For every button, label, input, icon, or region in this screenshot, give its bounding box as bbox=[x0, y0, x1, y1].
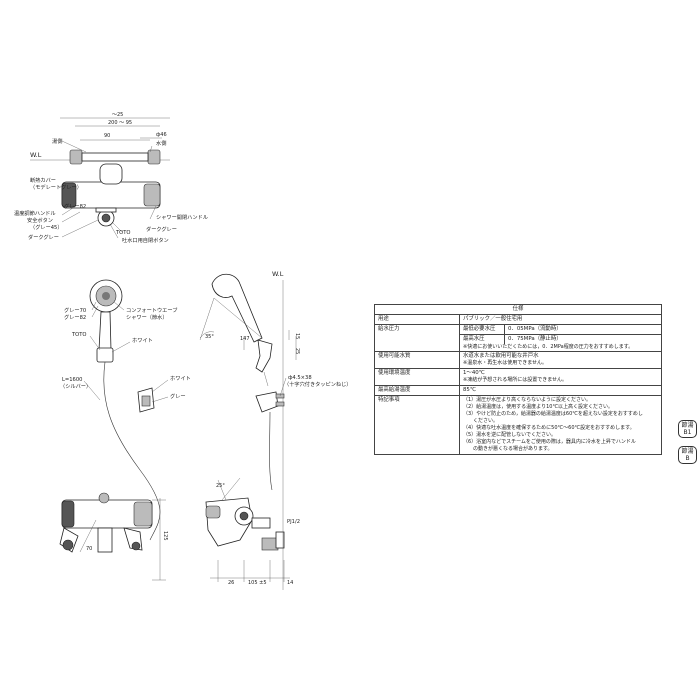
pressure-cell: 最低必要水圧 0．05MPa（流動時） 最高水圧 0．75MPa（静止時） ※快… bbox=[459, 324, 662, 352]
dim147-label: 147 bbox=[240, 336, 250, 342]
safety-color-label: （グレー45） bbox=[30, 223, 63, 231]
spec-note-line: の動きが悪くなる場合があります。 bbox=[463, 446, 553, 452]
dim-phi-label: ф46 bbox=[156, 132, 167, 138]
dim26-label: 26 bbox=[228, 580, 234, 586]
wl-label-top: W.L bbox=[30, 151, 42, 159]
spec-row-label: 用途 bbox=[374, 314, 460, 325]
spec-row-value: パブリック／一般住宅用 bbox=[459, 314, 662, 325]
cold-side-label: 水側 bbox=[156, 139, 166, 147]
temp-handle-label: 温度調節ハンドル bbox=[14, 209, 56, 217]
spec-row-note: ※温泉水・再生水は使用できません。 bbox=[463, 360, 548, 366]
pressure-note: ※快適にお使いいただくためには，0．2MPa程度の圧力をおすすめします。 bbox=[463, 344, 634, 350]
dim25-label: 25 bbox=[294, 348, 300, 354]
angle25-label: 25° bbox=[216, 483, 225, 489]
badge-bottom-text: B1 bbox=[683, 429, 692, 436]
water-saving-badge-b: 節湯 B bbox=[678, 446, 697, 464]
badge-top-text: 節湯 bbox=[681, 422, 694, 429]
spec-row-label: 給水圧力 bbox=[374, 324, 460, 352]
faucet-side-view: W.L 35° 147 15 25 ф4.5×38 （十字穴付きタッピンねじ） bbox=[199, 270, 351, 491]
toto-label-top: TOTO bbox=[115, 230, 131, 236]
white2-label: ホワイト bbox=[170, 375, 191, 382]
spec-notes: （1）湯圧が水圧より高くならないように設定ください。 （2）給湯温度は，使用する… bbox=[459, 395, 662, 455]
spec-note-line: （3）やけど防止のため，給湯器の給湯温度は60℃を超えない設定をおすすめし bbox=[463, 411, 643, 417]
faucet-front-view-bottom: 70 125 25° PJ1/2 26 105 ±5 14 bbox=[59, 440, 300, 590]
spec-row-value: 水道水または飲用可能な井戸水 bbox=[463, 353, 539, 359]
max-pressure-value: 0．75MPa（静止時） bbox=[508, 336, 562, 342]
badge-bottom-text: B bbox=[685, 455, 690, 462]
grey70-label: グレー70 bbox=[64, 306, 86, 314]
dim15-label: 15 bbox=[294, 333, 300, 339]
toto-label-shower: TOTO bbox=[71, 332, 87, 338]
pj-label: PJ1/2 bbox=[287, 519, 300, 525]
hot-side-label: 湯側 bbox=[52, 137, 62, 145]
spec-title: 仕様 bbox=[374, 304, 662, 315]
screw-note-label: （十字穴付きタッピンねじ） bbox=[284, 380, 351, 388]
badge-top-text: 節湯 bbox=[681, 448, 694, 455]
water-saving-badge-b1: 節湯 B1 bbox=[678, 420, 697, 438]
shower-type-label: シャワー（節水） bbox=[126, 313, 168, 321]
screw-label: ф4.5×38 bbox=[288, 375, 312, 381]
safety-button-label: 安全ボタン bbox=[27, 216, 53, 224]
dim105-label: 105 ±5 bbox=[248, 580, 267, 586]
comfort-wave-label: コンフォートウエーブ bbox=[126, 306, 177, 314]
max-pressure-label: 最高水圧 bbox=[460, 335, 505, 344]
spec-row-label: 特記事項 bbox=[374, 395, 460, 455]
shower-handle-label: シャワー開閉ハンドル bbox=[156, 214, 208, 221]
hose-length-label: L=1600 bbox=[62, 377, 82, 383]
spout-button-label: 吐水口用自閉ボタン bbox=[122, 236, 169, 244]
dim70-label: 70 bbox=[86, 546, 92, 552]
spec-row-label: 使用環境温度 bbox=[374, 368, 460, 386]
dim125-label: 125 bbox=[162, 531, 168, 541]
insulation-color-label: （モデレートグレー） bbox=[30, 183, 82, 191]
dark-grey-label: ダークグレー bbox=[28, 233, 59, 241]
dim14-label: 14 bbox=[287, 580, 293, 586]
spec-row-label: 使用可能水質 bbox=[374, 351, 460, 369]
dim-outer-label: 〜25 bbox=[112, 112, 123, 118]
grey-label: グレー bbox=[170, 392, 186, 400]
wl-label-side: W.L bbox=[272, 270, 284, 278]
faucet-top-view: 〜25 200 〜 95 90 ф46 W.L 湯側 水側 断熱カバー （モデレ… bbox=[14, 112, 208, 244]
dark-grey2-label: ダークグレー bbox=[146, 225, 177, 233]
spec-note-line: （4）快適な吐水温度を確保するために50℃〜60℃設定をおすすめします。 bbox=[463, 425, 635, 431]
grey82-label: グレー82 bbox=[64, 202, 86, 210]
spec-note-line: （2）給湯温度は，使用する温度より10℃以上高く設定ください。 bbox=[463, 404, 614, 410]
shower-head-view: グレー70 グレー82 コンフォートウエーブ シャワー（節水） TOTO ホワイ… bbox=[60, 279, 191, 541]
spec-row-value: 85℃ bbox=[459, 385, 662, 396]
spec-row-value-wrap: 水道水または飲用可能な井戸水 ※温泉水・再生水は使用できません。 bbox=[459, 351, 662, 369]
grey82-shower-label: グレー82 bbox=[64, 313, 86, 321]
hose-color-label: （シルバー） bbox=[60, 383, 91, 390]
spec-table: 仕様 用途 パブリック／一般住宅用 給水圧力 最低必要水圧 0．05MPa（流動… bbox=[374, 304, 662, 455]
spec-row-value: 1〜40℃ bbox=[463, 370, 485, 376]
spec-row-value-wrap: 1〜40℃ ※凍結が予想される場所には設置できません。 bbox=[459, 368, 662, 386]
spec-note-line: （6）浴室内などでスチームをご使用の際は，器具内に冷水を上昇でハンドル bbox=[463, 439, 636, 445]
min-pressure-label: 最低必要水圧 bbox=[460, 325, 505, 334]
white-label: ホワイト bbox=[132, 337, 153, 344]
insulation-cover-label: 断熱カバー bbox=[30, 176, 56, 184]
min-pressure-value: 0．05MPa（流動時） bbox=[508, 326, 562, 332]
angle35-label: 35° bbox=[205, 334, 214, 340]
dim-span-label: 200 〜 95 bbox=[108, 120, 132, 126]
dim-center-label: 90 bbox=[104, 133, 110, 139]
spec-note-line: （1）湯圧が水圧より高くならないように設定ください。 bbox=[463, 397, 591, 403]
spec-note-line: ください。 bbox=[463, 418, 499, 424]
spec-row-label: 最高給湯温度 bbox=[374, 385, 460, 396]
spec-note-line: （5）湯水を逆に配管しないでください。 bbox=[463, 432, 557, 438]
spec-row-note: ※凍結が予想される場所には設置できません。 bbox=[463, 377, 568, 383]
